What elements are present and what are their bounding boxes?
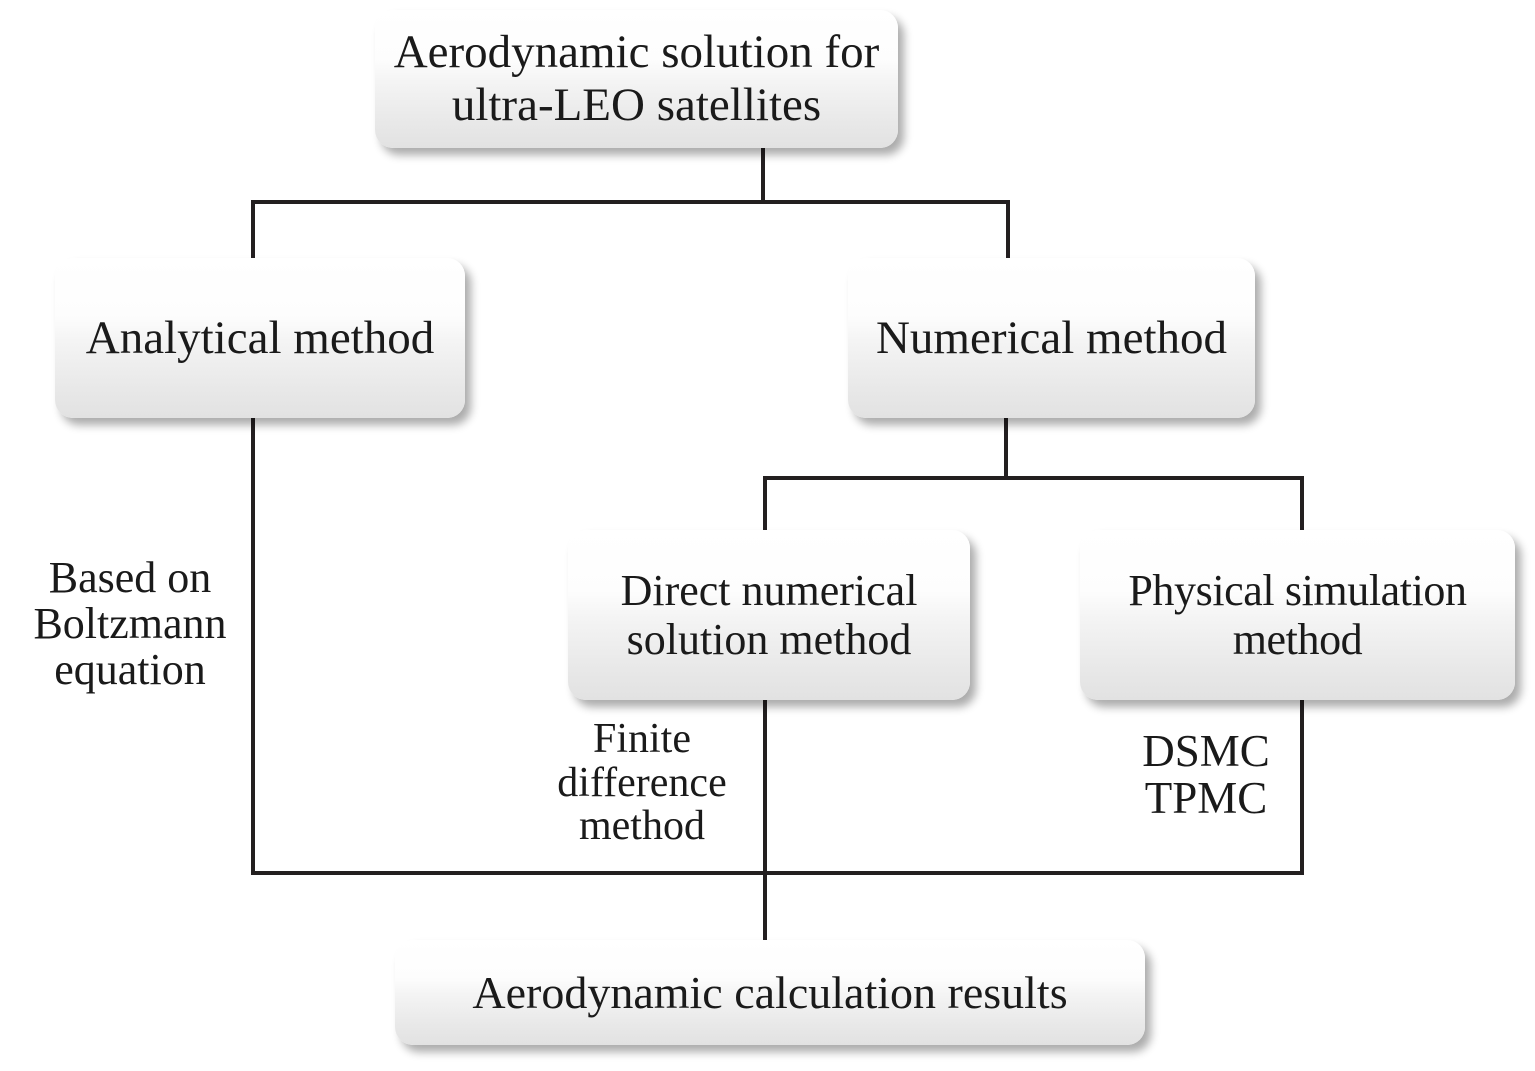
connector-physical-to-results — [1300, 698, 1304, 875]
connector-merge-bar — [251, 871, 1304, 875]
node-direct-numerical-solution-method[interactable]: Direct numerical solution method — [568, 530, 970, 700]
connector-numerical-to-physical — [1300, 476, 1304, 534]
connector-root-to-numerical — [1006, 200, 1010, 260]
node-aerodynamic-calculation-results[interactable]: Aerodynamic calculation results — [395, 940, 1145, 1045]
connector-root-to-analytical — [251, 200, 255, 260]
connector-direct-to-results — [763, 698, 767, 875]
edge-label-finite-difference: Finite difference method — [557, 716, 727, 850]
connector-numerical-stem — [1004, 416, 1008, 480]
node-analytical-method-label: Analytical method — [85, 311, 435, 364]
node-root-label: Aerodynamic solution for ultra-LEO satel… — [393, 26, 880, 131]
connector-numerical-bar — [763, 476, 1304, 480]
node-numerical-method[interactable]: Numerical method — [848, 258, 1255, 418]
node-numerical-method-label: Numerical method — [875, 311, 1228, 364]
connector-analytical-to-results — [251, 416, 255, 875]
node-analytical-method[interactable]: Analytical method — [55, 258, 465, 418]
node-physical-simulation-method[interactable]: Physical simulation method — [1080, 530, 1515, 700]
edge-label-boltzmann: Based on Boltzmann equation — [33, 553, 227, 694]
connector-root-bar — [251, 200, 1010, 204]
node-aerodynamic-calculation-results-label: Aerodynamic calculation results — [472, 966, 1068, 1018]
connector-root-stem — [761, 146, 765, 204]
edge-label-monte-carlo: DSMC TPMC — [1142, 726, 1270, 823]
connector-results-stem — [763, 871, 767, 943]
node-root[interactable]: Aerodynamic solution for ultra-LEO satel… — [375, 10, 898, 148]
node-direct-numerical-solution-method-label: Direct numerical solution method — [620, 565, 918, 664]
node-physical-simulation-method-label: Physical simulation method — [1128, 565, 1467, 664]
connector-numerical-to-direct — [763, 476, 767, 534]
